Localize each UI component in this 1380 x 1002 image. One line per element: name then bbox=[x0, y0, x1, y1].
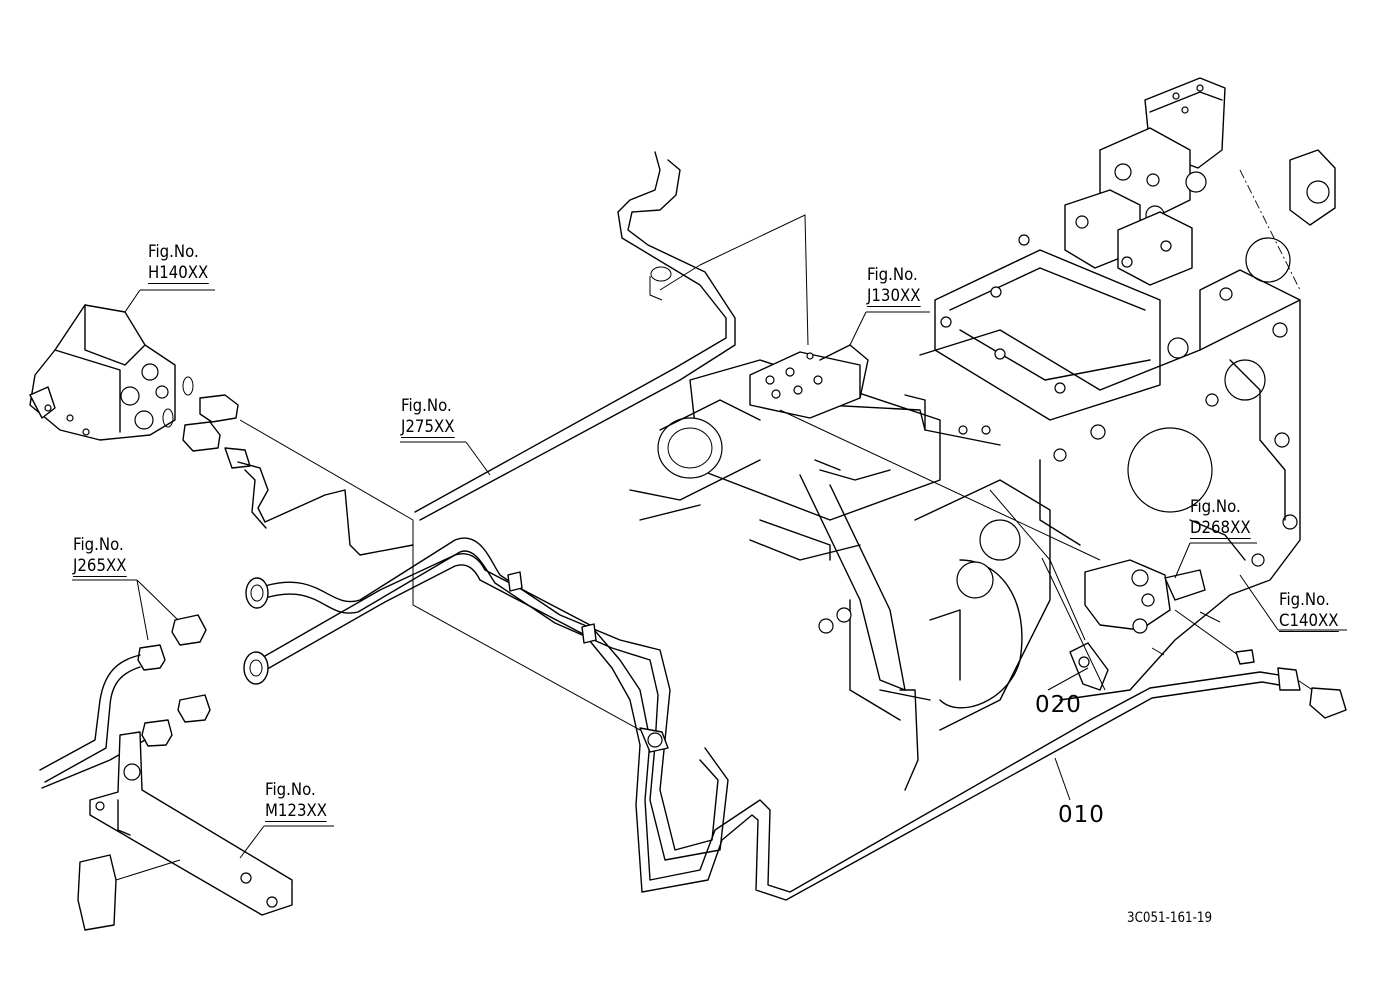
fig-ref-prefix: Fig.No. bbox=[401, 396, 452, 416]
fig-ref-prefix: Fig.No. bbox=[867, 265, 918, 285]
fig-ref-code: J130XX bbox=[867, 286, 921, 307]
fig-ref-prefix: Fig.No. bbox=[73, 535, 124, 555]
fig-ref-prefix: Fig.No. bbox=[148, 242, 199, 262]
pipes-j265 bbox=[39, 537, 1347, 901]
fig-ref-code: M123XX bbox=[265, 801, 327, 822]
fig-ref-prefix: Fig.No. bbox=[1190, 497, 1241, 517]
drawing-id: 3C051-161-19 bbox=[1127, 910, 1213, 926]
fig-ref-c140[interactable]: Fig.No. C140XX bbox=[1279, 590, 1339, 632]
fig-ref-j275[interactable]: Fig.No. J275XX bbox=[401, 396, 455, 438]
fig-ref-h140[interactable]: Fig.No. H140XX bbox=[148, 242, 209, 284]
fig-ref-code: D268XX bbox=[1190, 518, 1251, 539]
fig-ref-code: C140XX bbox=[1279, 611, 1339, 632]
fig-ref-code: J265XX bbox=[73, 556, 127, 577]
fig-ref-code: J275XX bbox=[401, 417, 455, 438]
fig-ref-m123[interactable]: Fig.No. M123XX bbox=[265, 780, 327, 822]
transmission-housing bbox=[629, 77, 1336, 791]
pipe-j275 bbox=[414, 151, 736, 521]
fig-ref-d268[interactable]: Fig.No. D268XX bbox=[1190, 497, 1251, 539]
fig-ref-code: H140XX bbox=[148, 263, 209, 284]
fig-ref-j265[interactable]: Fig.No. J265XX bbox=[73, 535, 127, 577]
bracket-m123 bbox=[77, 731, 293, 931]
part-number-020[interactable]: 020 bbox=[1035, 692, 1082, 718]
fig-ref-prefix: Fig.No. bbox=[265, 780, 316, 800]
hydraulic-unit-h140 bbox=[29, 304, 414, 556]
leader-lines bbox=[239, 214, 1321, 731]
part-number-010[interactable]: 010 bbox=[1058, 802, 1105, 828]
fig-ref-j130[interactable]: Fig.No. J130XX bbox=[867, 265, 921, 307]
fig-ref-prefix: Fig.No. bbox=[1279, 590, 1330, 610]
